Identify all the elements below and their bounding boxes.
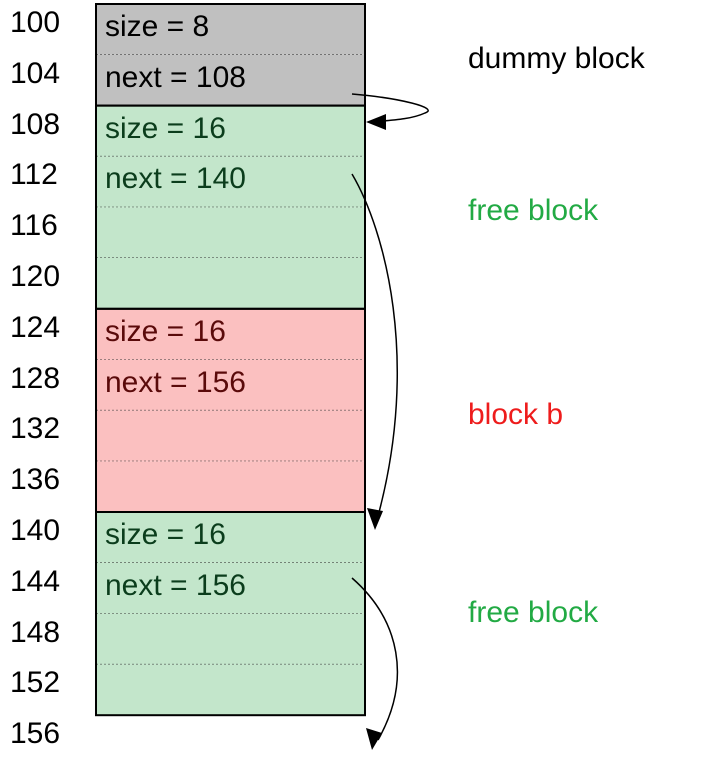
- memory-cell: [96, 308, 365, 360]
- address-label: 128: [10, 361, 61, 395]
- memory-cell: [96, 664, 365, 716]
- memory-cell: [96, 512, 365, 563]
- dummy-block-label: dummy block: [468, 42, 645, 75]
- address-label: 152: [10, 666, 61, 700]
- cell-value: next = 140: [105, 162, 246, 196]
- memory-cell: [96, 54, 365, 106]
- dummy-next-arrowhead: [366, 114, 386, 130]
- memory-cell: [96, 156, 365, 208]
- free1-next-arrowhead: [367, 508, 383, 530]
- memory-cell: [96, 105, 365, 157]
- memory-cell: [96, 613, 365, 665]
- address-label: 156: [10, 717, 61, 751]
- address-label: 104: [10, 56, 61, 90]
- cell-value: size = 8: [105, 10, 210, 43]
- address-label: 124: [10, 310, 61, 344]
- address-label: 132: [10, 412, 61, 446]
- cell-value: next = 156: [105, 365, 246, 399]
- address-label: 100: [10, 6, 61, 39]
- cell-value: size = 16: [105, 518, 226, 551]
- dummy-next-arrow: [351, 93, 429, 123]
- address-label: 108: [10, 107, 61, 141]
- memory-cell: [96, 207, 365, 258]
- address-label: 144: [10, 564, 61, 598]
- cell-value: next = 108: [105, 60, 246, 94]
- free-block-label-2: free block: [468, 596, 599, 629]
- address-label: 120: [10, 260, 61, 293]
- free2-next-arrowhead: [366, 728, 382, 750]
- memory-cell: [96, 461, 365, 512]
- block-outline: [95, 511, 366, 717]
- cell-value: size = 16: [105, 314, 226, 348]
- free1-next-arrow: [351, 173, 398, 517]
- address-label: 140: [10, 514, 61, 547]
- free2-next-arrow: [351, 577, 399, 741]
- next-pointer-arrows: [351, 93, 429, 750]
- memory-cell: [96, 410, 365, 462]
- address-label: 116: [10, 209, 58, 243]
- cell-value: size = 16: [105, 111, 226, 145]
- address-label: 136: [10, 463, 61, 497]
- memory-cell: [96, 562, 365, 614]
- cell-value: next = 156: [105, 568, 246, 602]
- memory-cell: [96, 359, 365, 411]
- block-b-label: block b: [468, 398, 564, 431]
- address-label: 148: [10, 615, 61, 649]
- memory-cells: [96, 4, 365, 716]
- memory-cell: [96, 4, 365, 55]
- memory-cell: [96, 258, 365, 309]
- address-label: 112: [10, 158, 58, 192]
- block-outlines: [95, 3, 366, 717]
- free-block-label-1: free block: [468, 194, 599, 227]
